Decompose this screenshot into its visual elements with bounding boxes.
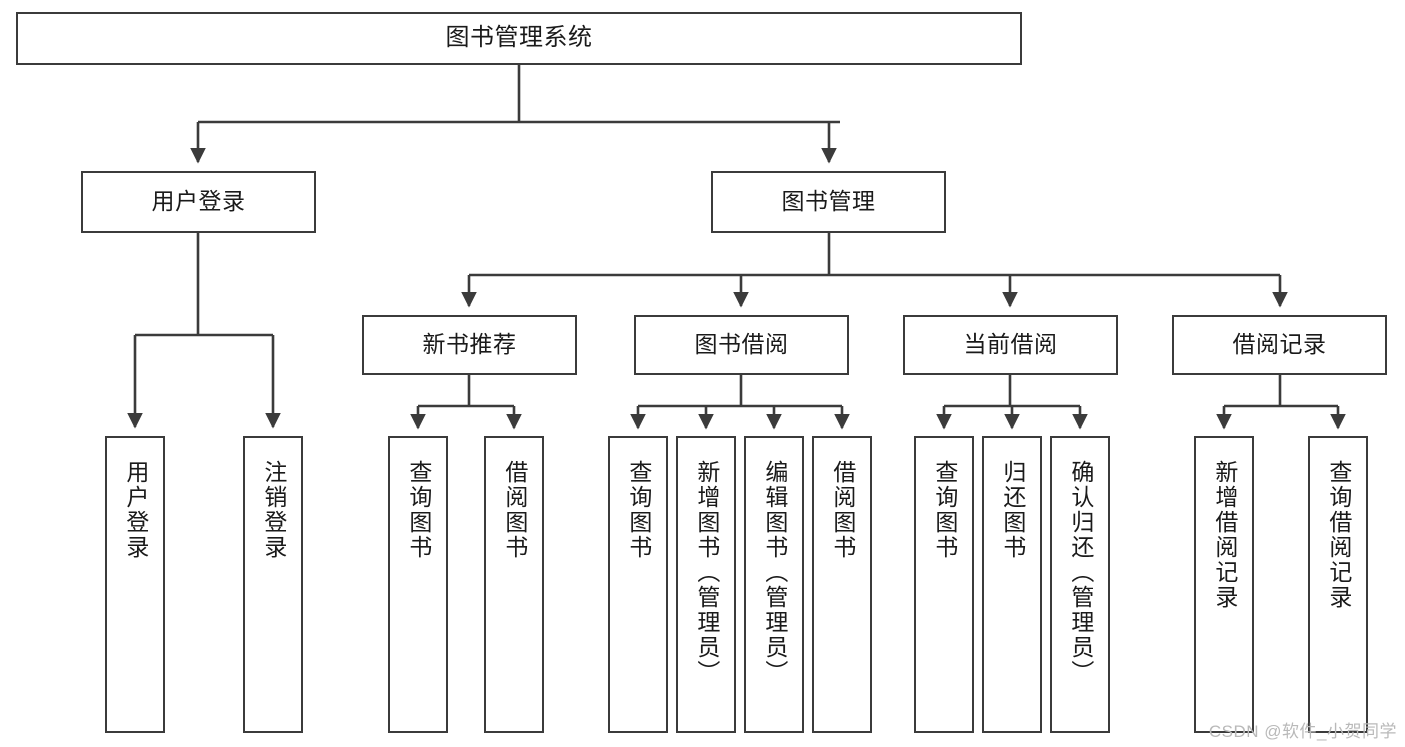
node-book-management[interactable]: 图书管理: [711, 171, 946, 233]
node-root[interactable]: 图书管理系统: [16, 12, 1022, 65]
leaf-query-borrow-record[interactable]: 查询借阅记录: [1308, 436, 1368, 733]
leaf-query-book-borrow-label: 查询图书: [625, 460, 652, 560]
leaf-confirm-return-admin-label: 确认归还（管理员）: [1067, 460, 1094, 685]
node-new-book-recommend-label: 新书推荐: [422, 331, 517, 358]
leaf-borrow-book[interactable]: 借阅图书: [812, 436, 872, 733]
watermark: CSDN @软件_小贺同学: [1208, 722, 1397, 741]
leaf-query-book-recommend[interactable]: 查询图书: [388, 436, 448, 733]
leaf-query-book-current[interactable]: 查询图书: [914, 436, 974, 733]
leaf-return-book[interactable]: 归还图书: [982, 436, 1042, 733]
leaf-query-book-recommend-label: 查询图书: [405, 460, 432, 560]
node-current-borrow[interactable]: 当前借阅: [903, 315, 1118, 375]
leaf-query-book-borrow[interactable]: 查询图书: [608, 436, 668, 733]
leaf-user-login-label: 用户登录: [122, 460, 149, 560]
node-new-book-recommend[interactable]: 新书推荐: [362, 315, 577, 375]
leaf-logout[interactable]: 注销登录: [243, 436, 303, 733]
leaf-add-book-admin-label: 新增图书（管理员）: [693, 460, 720, 685]
leaf-add-book-admin[interactable]: 新增图书（管理员）: [676, 436, 736, 733]
node-root-label: 图书管理系统: [445, 24, 593, 52]
node-borrow-records[interactable]: 借阅记录: [1172, 315, 1387, 375]
leaf-query-borrow-record-label: 查询借阅记录: [1325, 460, 1352, 610]
leaf-borrow-book-recommend[interactable]: 借阅图书: [484, 436, 544, 733]
node-borrow-records-label: 借阅记录: [1232, 331, 1327, 358]
leaf-add-borrow-record-label: 新增借阅记录: [1211, 460, 1238, 610]
leaf-confirm-return-admin[interactable]: 确认归还（管理员）: [1050, 436, 1110, 733]
node-user-login-label: 用户登录: [151, 188, 246, 215]
node-user-login[interactable]: 用户登录: [81, 171, 316, 233]
node-book-borrow-label: 图书借阅: [694, 331, 789, 358]
leaf-logout-label: 注销登录: [260, 460, 287, 560]
leaf-borrow-book-label: 借阅图书: [829, 460, 856, 560]
node-book-borrow[interactable]: 图书借阅: [634, 315, 849, 375]
node-current-borrow-label: 当前借阅: [963, 331, 1058, 358]
leaf-user-login[interactable]: 用户登录: [105, 436, 165, 733]
leaf-edit-book-admin[interactable]: 编辑图书（管理员）: [744, 436, 804, 733]
leaf-borrow-book-recommend-label: 借阅图书: [501, 460, 528, 560]
leaf-query-book-current-label: 查询图书: [931, 460, 958, 560]
leaf-add-borrow-record[interactable]: 新增借阅记录: [1194, 436, 1254, 733]
leaf-edit-book-admin-label: 编辑图书（管理员）: [761, 460, 788, 685]
node-book-management-label: 图书管理: [781, 188, 876, 215]
leaf-return-book-label: 归还图书: [999, 460, 1026, 560]
